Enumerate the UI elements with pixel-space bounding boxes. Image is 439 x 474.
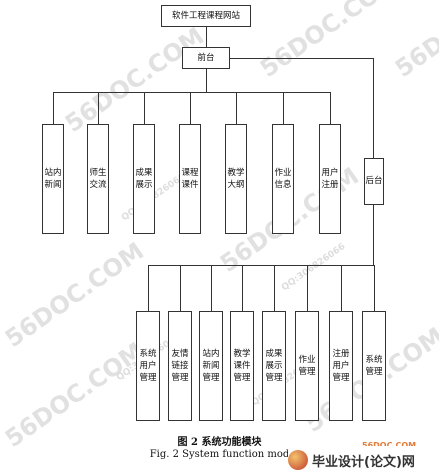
logo-text: 毕业设计(论文)网 [312,454,415,470]
front-module: 站内新闻 [42,124,64,234]
caption-cn: 图 2 系统功能模块 [177,437,262,448]
watermark-site: 56DOC.COM [390,0,439,83]
front-module: 师生交流 [87,124,109,234]
back-module: 站内新闻管理 [199,311,223,421]
connector [330,92,331,124]
root-node: 软件工程课程网站 [161,5,251,27]
connector [206,69,207,92]
connector [144,92,145,124]
front-module: 教学大纲 [225,124,247,234]
connector [180,265,181,311]
front-module: 课程课件 [179,124,201,234]
logo-icon [288,450,308,470]
connector [341,265,342,311]
back-module: 作业管理 [295,311,319,421]
watermark-site: 56DOC.COM [60,21,210,138]
connector [53,92,54,124]
back-module: 教学课件管理 [230,311,254,421]
back-node: 后台 [364,158,384,205]
connector [98,92,99,124]
connector [190,92,191,124]
connector [230,58,373,59]
site-logo[interactable]: 毕业设计(论文)网 [288,446,439,474]
front-module: 成果展示 [133,124,155,234]
logo-site: 56DOC.COM [362,441,416,450]
connector [242,265,243,311]
front-module: 用户注册 [319,124,341,234]
connector [148,265,149,311]
connector [236,92,237,124]
back-module: 系统管理 [362,311,386,421]
connector [206,27,207,47]
connector [283,92,284,124]
back-module: 成果展示管理 [262,311,286,421]
connector [373,205,374,265]
back-module: 注册用户管理 [329,311,353,421]
caption-en: Fig. 2 System function mod [149,449,290,460]
connector [374,265,375,311]
back-label: 后台 [365,176,383,187]
front-label: 前台 [197,52,215,63]
back-module: 系统用户管理 [136,311,160,421]
front-module: 作业信息 [272,124,294,234]
connector [373,58,374,158]
front-node: 前台 [182,47,230,69]
connector [307,265,308,311]
root-label: 软件工程课程网站 [171,10,240,21]
connector [148,265,374,266]
connector [274,265,275,311]
connector [211,265,212,311]
connector [53,92,330,93]
watermark-qq: QQ:306826066 [280,241,348,294]
back-module: 友情链接管理 [168,311,192,421]
watermark-site: 56DOC.COM [0,236,150,353]
watermark-site: 56DOC.COM [255,0,405,83]
